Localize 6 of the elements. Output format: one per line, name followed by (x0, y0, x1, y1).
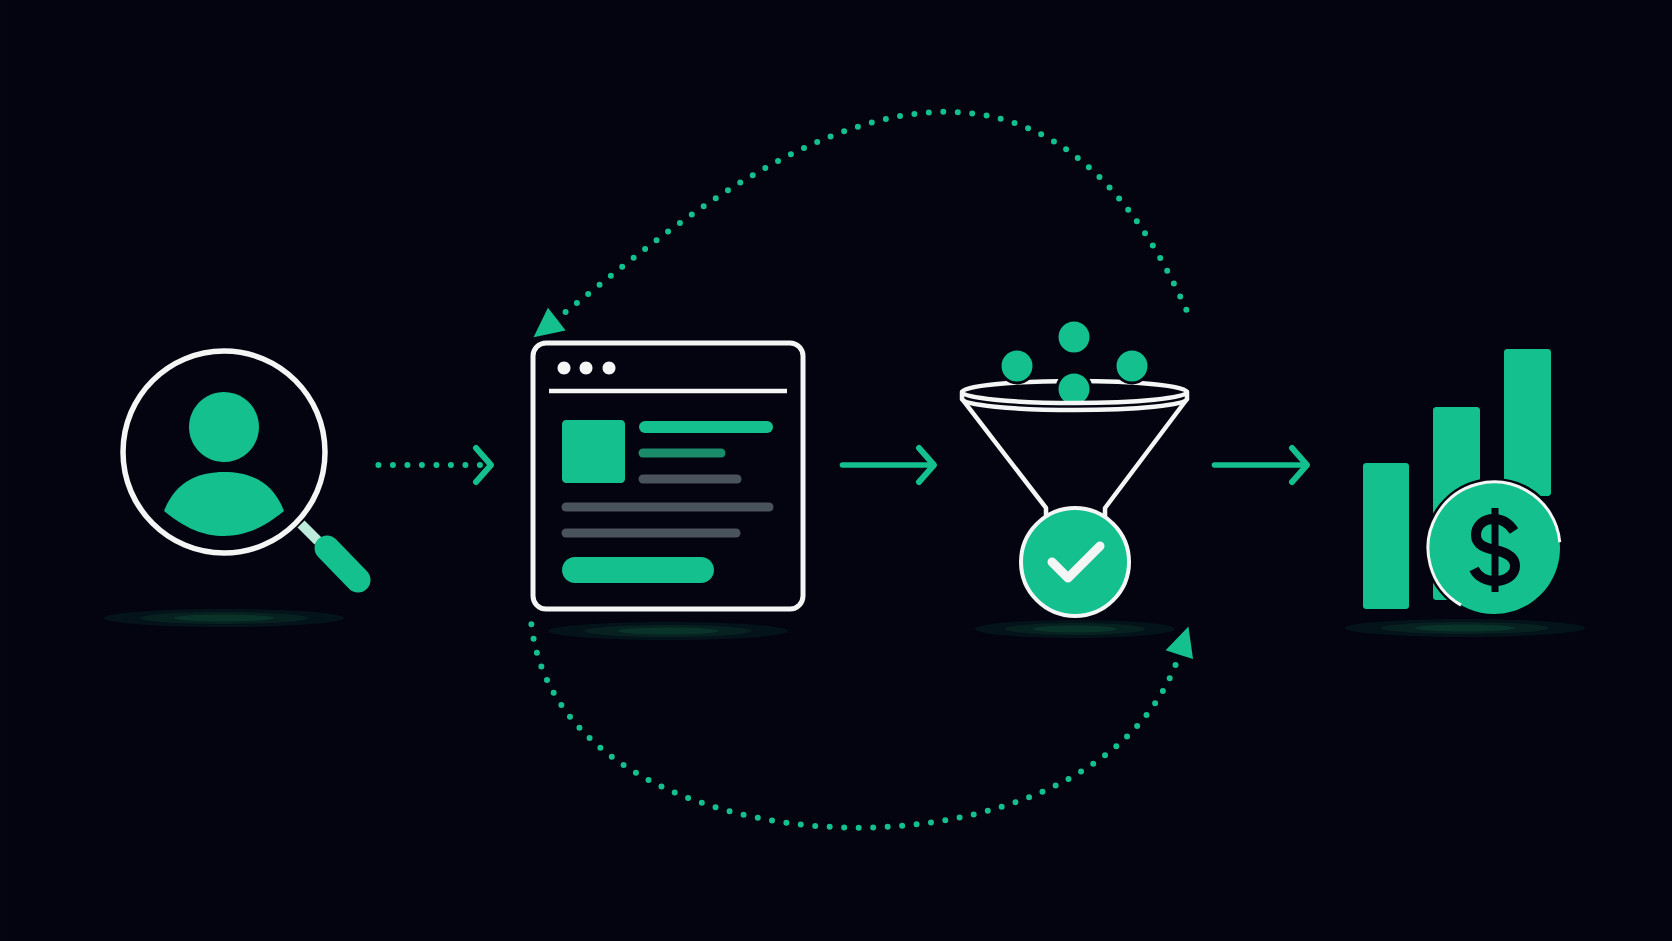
dotted-arrow (375, 445, 494, 485)
arrow (1211, 445, 1310, 485)
arrow (839, 445, 937, 485)
search-user-icon (120, 348, 371, 593)
funnel-check-icon (959, 318, 1190, 618)
web-page-icon (530, 340, 806, 612)
